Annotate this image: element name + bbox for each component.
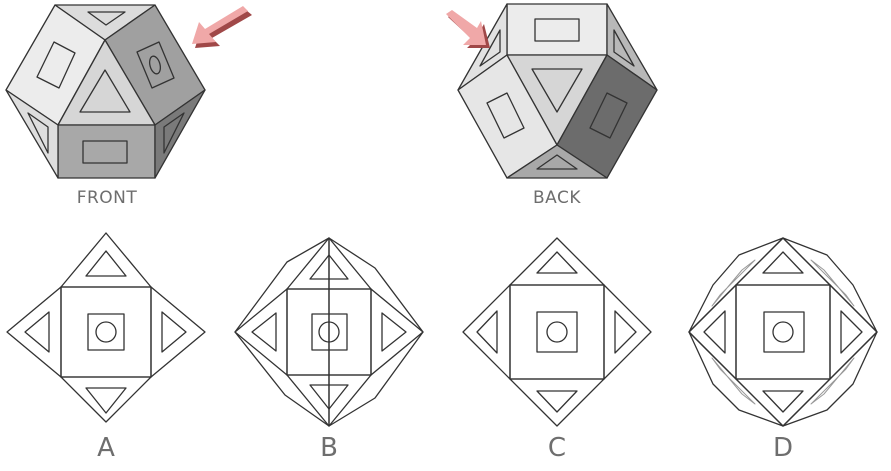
center-square-face [509,284,605,380]
flap-top-left [688,237,784,333]
triangle-mark-icon [536,251,578,274]
right-triangle-face [603,284,652,380]
back-arrow-icon [446,10,490,48]
flap-top-right [782,237,878,333]
option-a-label[interactable]: A [97,433,115,463]
front-view-label: FRONT [76,188,138,208]
circle-mark-icon [772,321,794,343]
flap-bottom-right [782,331,878,427]
triangle-mark-icon [85,250,127,277]
triangle-mark-icon [251,312,277,352]
triangle-mark-icon [79,69,131,113]
triangle-mark-icon [27,112,49,154]
option-c-label[interactable]: C [547,433,567,463]
triangle-mark-icon [614,310,637,354]
bottom-triangle-face [509,378,605,427]
flap-inner-line-icon [810,259,855,307]
triangle-mark-icon [613,29,635,67]
option-b-net[interactable] [234,237,424,427]
rectangle-mark-icon [589,92,628,139]
rectangle-mark-icon [486,92,525,139]
triangle-mark-icon [762,251,804,274]
center-square-face [735,284,831,380]
back-view-solid [457,3,658,179]
top-triangle-face [509,237,605,286]
triangle-mark-icon [536,390,578,413]
option-d-net[interactable] [688,237,878,427]
front-lower-left-triangle-face [5,89,59,179]
front-view-solid [5,4,206,179]
front-arrow-icon [192,6,252,48]
bottom-triangle-face [60,376,152,423]
circle-mark-icon [546,321,568,343]
left-triangle-face [6,286,62,378]
front-lower-right-triangle-face [154,89,206,179]
triangle-mark-icon [536,154,578,170]
left-triangle-face [688,284,737,380]
rectangle-mark-icon [536,311,578,353]
option-c-net[interactable] [462,237,652,427]
left-triangle-face [234,288,288,376]
right-triangle-face [150,286,206,378]
back-view-label: BACK [532,188,581,208]
triangle-mark-icon [381,312,407,352]
center-square-face [60,286,152,378]
option-a-net[interactable] [6,232,206,423]
triangle-mark-icon [163,112,185,154]
left-triangle-face [462,284,511,380]
triangle-mark-icon [24,311,50,353]
rectangle-mark-icon [82,140,128,164]
option-d-label[interactable]: D [772,433,794,463]
flap-bottom-left [688,331,784,427]
triangle-mark-icon [85,387,127,414]
right-triangle-face [829,284,878,380]
outer-edge-left [234,237,330,427]
rectangle-mark-icon [87,313,125,351]
bottom-triangle-face [735,378,831,427]
triangle-mark-icon [476,310,498,354]
flap-inner-line-icon [810,357,855,405]
top-triangle-face [60,232,152,288]
outer-edge-right [328,237,424,427]
rectangle-mark-icon [534,18,580,42]
rectangle-mark-icon [36,41,76,89]
option-b-label[interactable]: B [320,433,338,463]
triangle-mark-icon [703,310,726,354]
right-triangle-face [370,288,424,376]
top-triangle-face [735,237,831,286]
circle-mark-icon [95,321,117,343]
triangle-mark-icon [87,11,126,26]
circle-mark-icon [148,55,162,75]
triangle-mark-icon [762,390,804,413]
triangle-mark-icon [840,310,863,354]
flap-inner-line-icon [711,357,756,405]
triangle-mark-icon [161,311,187,353]
flap-inner-line-icon [711,259,756,307]
rectangle-mark-icon [763,311,805,353]
triangle-mark-icon [531,68,583,113]
